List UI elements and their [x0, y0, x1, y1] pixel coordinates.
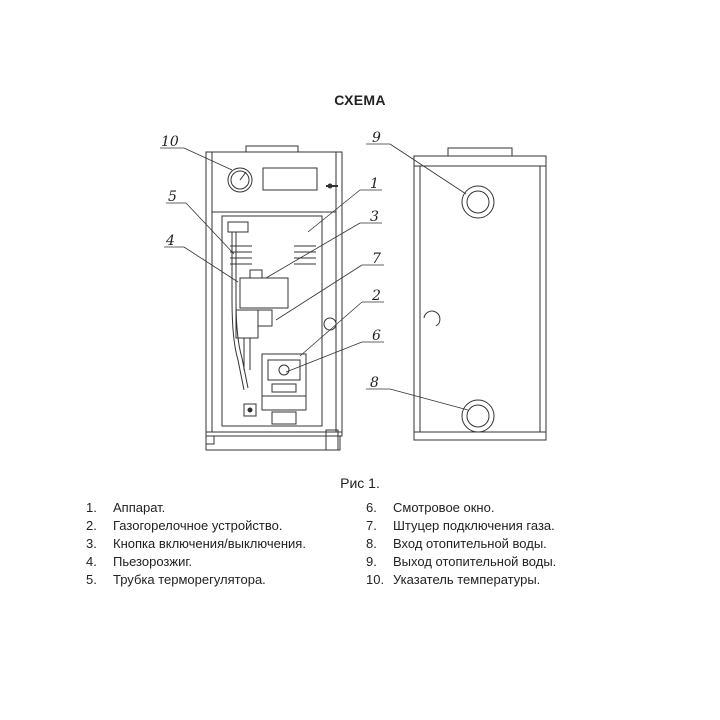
leader-lines [160, 143, 469, 411]
callout-7: 7 [372, 251, 381, 267]
legend-item: 7. Штуцер подключения газа. [366, 517, 556, 535]
legend-item: 10. Указатель температуры. [366, 571, 556, 589]
figure-caption: Рис 1. [340, 475, 380, 491]
legend-text: Штуцер подключения газа. [393, 518, 555, 533]
callout-5: 5 [168, 189, 177, 205]
legend-number: 1. [86, 500, 97, 515]
legend-item: 2. Газогорелочное устройство. [86, 517, 306, 535]
legend-number: 8. [366, 536, 377, 551]
burner-unit [243, 353, 307, 425]
water-inlet-icon [461, 399, 495, 433]
callout-9: 9 [372, 130, 381, 146]
legend-text: Выход отопительной воды. [393, 554, 557, 569]
callout-10: 10 [161, 134, 179, 150]
legend-number: 2. [86, 518, 97, 533]
callout-1: 1 [370, 176, 379, 192]
legend-text: Пьезорозжиг. [113, 554, 193, 569]
legend-text: Вход отопительной воды. [393, 536, 547, 551]
legend-item: 4. Пьезорозжиг. [86, 553, 306, 571]
legend-item: 1. Аппарат. [86, 499, 306, 517]
legend-number: 6. [366, 500, 377, 515]
legend-number: 5. [86, 572, 97, 587]
callout-4: 4 [165, 233, 175, 249]
legend-item: 6. Смотровое окно. [366, 499, 556, 517]
callout-6: 6 [372, 328, 381, 344]
legend-text: Смотровое окно. [393, 500, 495, 515]
back-view [413, 147, 547, 441]
legend-item: 3. Кнопка включения/выключения. [86, 535, 306, 553]
legend-number: 9. [366, 554, 377, 569]
front-view [205, 145, 343, 451]
legend-text: Трубка терморегулятора. [113, 572, 266, 587]
legend-text: Аппарат. [113, 500, 166, 515]
callout-8: 8 [370, 375, 379, 391]
legend-number: 4. [86, 554, 97, 569]
vent-louvers-left [230, 245, 252, 265]
legend-text: Газогорелочное устройство. [113, 518, 283, 533]
gas-valve-block [235, 269, 289, 370]
vent-louvers-right [294, 245, 316, 265]
legend-number: 3. [86, 536, 97, 551]
temperature-gauge-icon [227, 167, 253, 193]
callout-2: 2 [371, 288, 381, 304]
callout-3: 3 [370, 209, 379, 225]
legend-text: Указатель температуры. [393, 572, 541, 587]
legend-item: 9. Выход отопительной воды. [366, 553, 556, 571]
legend-item: 5. Трубка терморегулятора. [86, 571, 306, 589]
boiler-body-back [413, 155, 547, 441]
legend-number: 7. [366, 518, 377, 533]
legend-right: 6. Смотровое окно. 7. Штуцер подключения г… [366, 499, 556, 589]
legend-item: 8. Вход отопительной воды. [366, 535, 556, 553]
diagram-title: СХЕМА [334, 92, 386, 108]
legend-number: 10. [366, 572, 385, 587]
water-outlet-icon [461, 185, 495, 219]
legend-text: Кнопка включения/выключения. [113, 536, 306, 551]
legend-left: 1.Аппарат. 2.Газогорелочное устройство. … [86, 499, 306, 589]
